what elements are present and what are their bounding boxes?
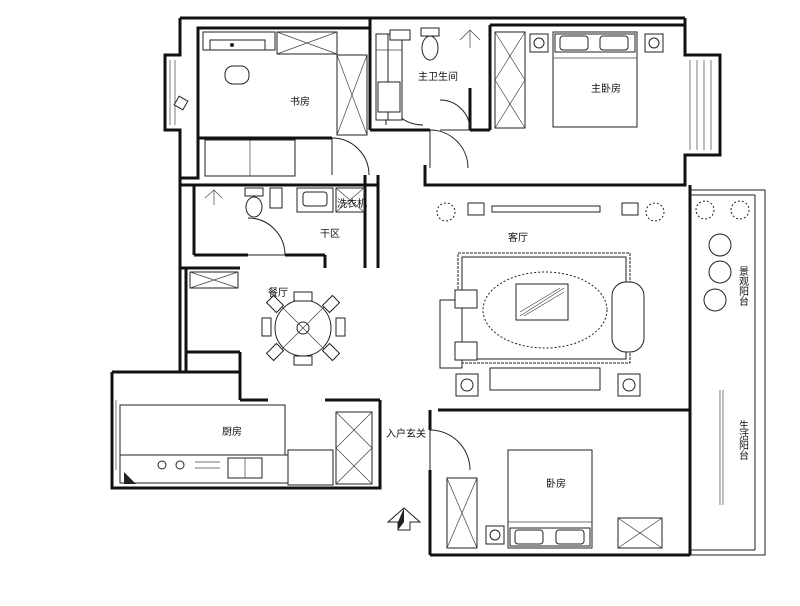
label-master-bedroom: 主卧房 (591, 82, 621, 95)
label-bedroom: 卧房 (546, 477, 566, 490)
label-utility-balcony: 生活阳台 (737, 419, 749, 461)
toilet-icon (420, 27, 440, 61)
master-bedroom-furniture (494, 31, 664, 129)
label-kitchen: 厨房 (222, 425, 242, 438)
sink-icon (296, 187, 334, 213)
label-dining-room: 餐厅 (268, 286, 288, 299)
kitchen-fixtures (119, 404, 373, 486)
plant-icon (173, 95, 189, 111)
bed-icon (552, 31, 638, 128)
room-labels: 书房 主卫生间 主卧房 洗衣机 干区 客厅 餐厅 厨房 入户玄关 卧房 景观阳台… (222, 70, 749, 490)
label-living-room: 客厅 (508, 231, 528, 244)
master-bath-fixtures (375, 27, 481, 121)
label-entrance: 入户玄关 (386, 427, 426, 440)
dining-table-icon (189, 271, 346, 366)
sofa-icon (439, 281, 645, 391)
label-view-balcony: 景观阳台 (737, 266, 749, 307)
windows (115, 60, 712, 470)
bed-icon (507, 449, 593, 549)
label-study: 书房 (290, 95, 310, 108)
entry-arrow-icon (386, 507, 422, 531)
laundry-fixtures (204, 187, 365, 218)
label-dry-zone: 干区 (320, 228, 340, 240)
bedroom-furniture (446, 449, 663, 549)
walls (110, 16, 766, 557)
label-master-bath: 主卫生间 (418, 70, 458, 83)
toilet-icon (244, 187, 264, 218)
plant-icon (436, 200, 750, 222)
living-furniture (436, 200, 750, 397)
study-furniture (173, 31, 368, 177)
label-laundry: 洗衣机 (337, 197, 367, 210)
